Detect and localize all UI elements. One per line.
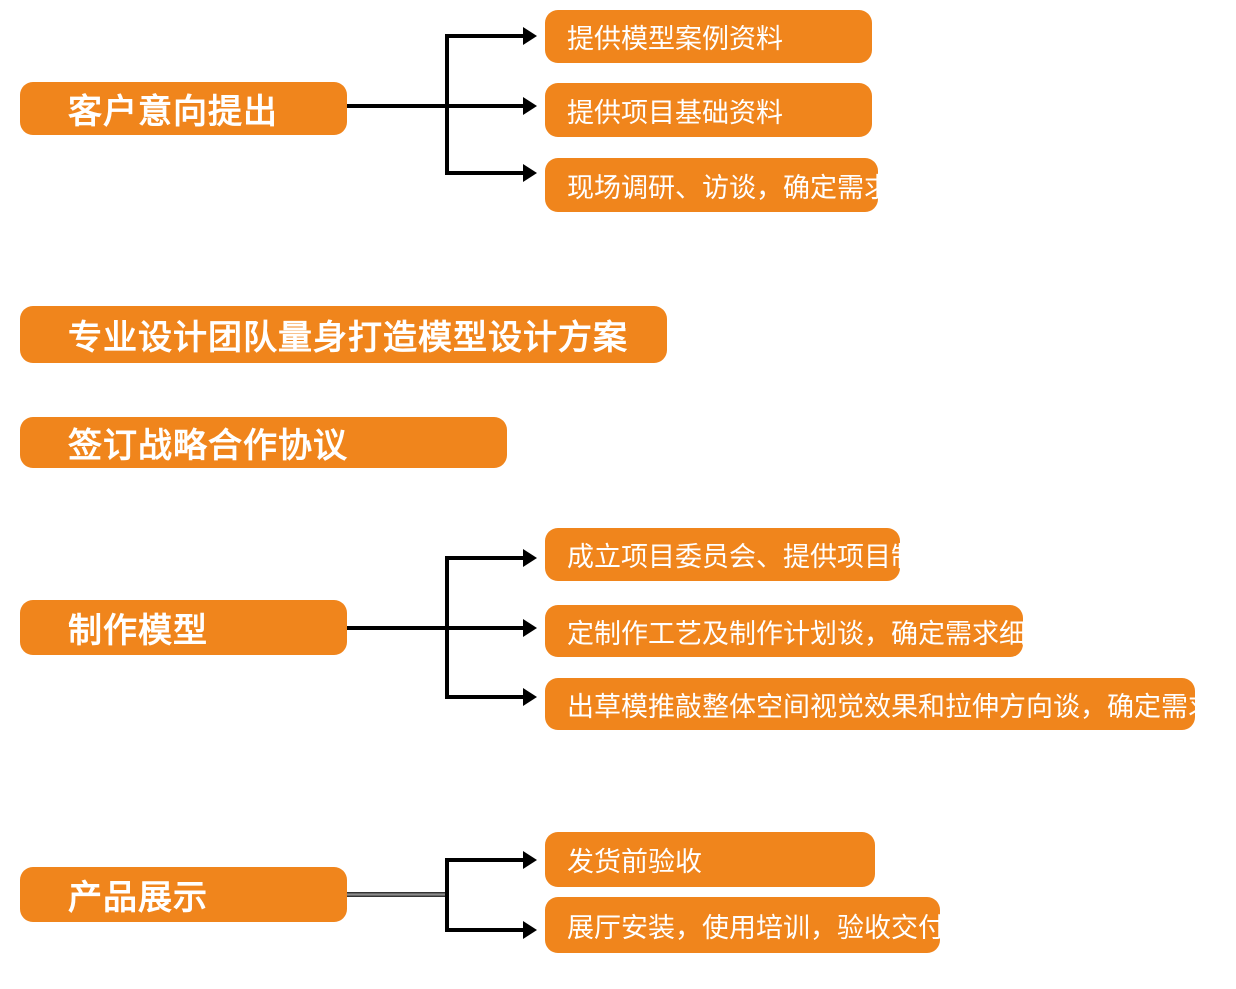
flow-node-install-train-deliver: 展厅安装，使用培训，验收交付 bbox=[545, 897, 945, 953]
connector-line bbox=[445, 928, 523, 932]
connector-line bbox=[445, 556, 523, 560]
arrowhead-icon bbox=[523, 97, 537, 115]
flow-node-product-display: 产品展示 bbox=[20, 867, 347, 922]
flow-node-design-team-plan: 专业设计团队量身打造模型设计方案 bbox=[20, 306, 667, 363]
connector-line bbox=[445, 858, 523, 862]
connector-line bbox=[445, 34, 523, 38]
arrowhead-icon bbox=[523, 549, 537, 567]
flow-node-customer-intent: 客户意向提出 bbox=[20, 82, 347, 135]
connector-line bbox=[347, 104, 445, 108]
flow-node-draft-model-review: 出草模推敲整体空间视觉效果和拉伸方向谈，确定需求细则 bbox=[545, 678, 1236, 730]
connector-line bbox=[445, 104, 523, 108]
arrowhead-icon bbox=[523, 921, 537, 939]
arrowhead-icon bbox=[523, 164, 537, 182]
flow-node-project-committee: 成立项目委员会、提供项目制 bbox=[545, 528, 918, 581]
connector-line-gray bbox=[347, 892, 447, 897]
arrowhead-icon bbox=[523, 688, 537, 706]
connector-line bbox=[445, 171, 523, 175]
flow-node-make-model: 制作模型 bbox=[20, 600, 347, 655]
flow-node-craft-and-plan: 定制作工艺及制作计划谈，确定需求细则 bbox=[545, 605, 1053, 657]
flow-node-pre-shipment-inspection: 发货前验收 bbox=[545, 832, 875, 887]
connector-line bbox=[445, 626, 523, 630]
connector-line bbox=[445, 695, 523, 699]
connector-line bbox=[347, 626, 445, 630]
flow-node-site-research-interview: 现场调研、访谈，确定需求 bbox=[545, 158, 891, 212]
flow-node-sign-strategic-agreement: 签订战略合作协议 bbox=[20, 417, 507, 468]
arrowhead-icon bbox=[523, 619, 537, 637]
flow-node-provide-project-basic-materials: 提供项目基础资料 bbox=[545, 83, 872, 137]
connector-line bbox=[445, 858, 449, 932]
flow-node-provide-model-case-materials: 提供模型案例资料 bbox=[545, 10, 872, 63]
arrowhead-icon bbox=[523, 851, 537, 869]
arrowhead-icon bbox=[523, 27, 537, 45]
